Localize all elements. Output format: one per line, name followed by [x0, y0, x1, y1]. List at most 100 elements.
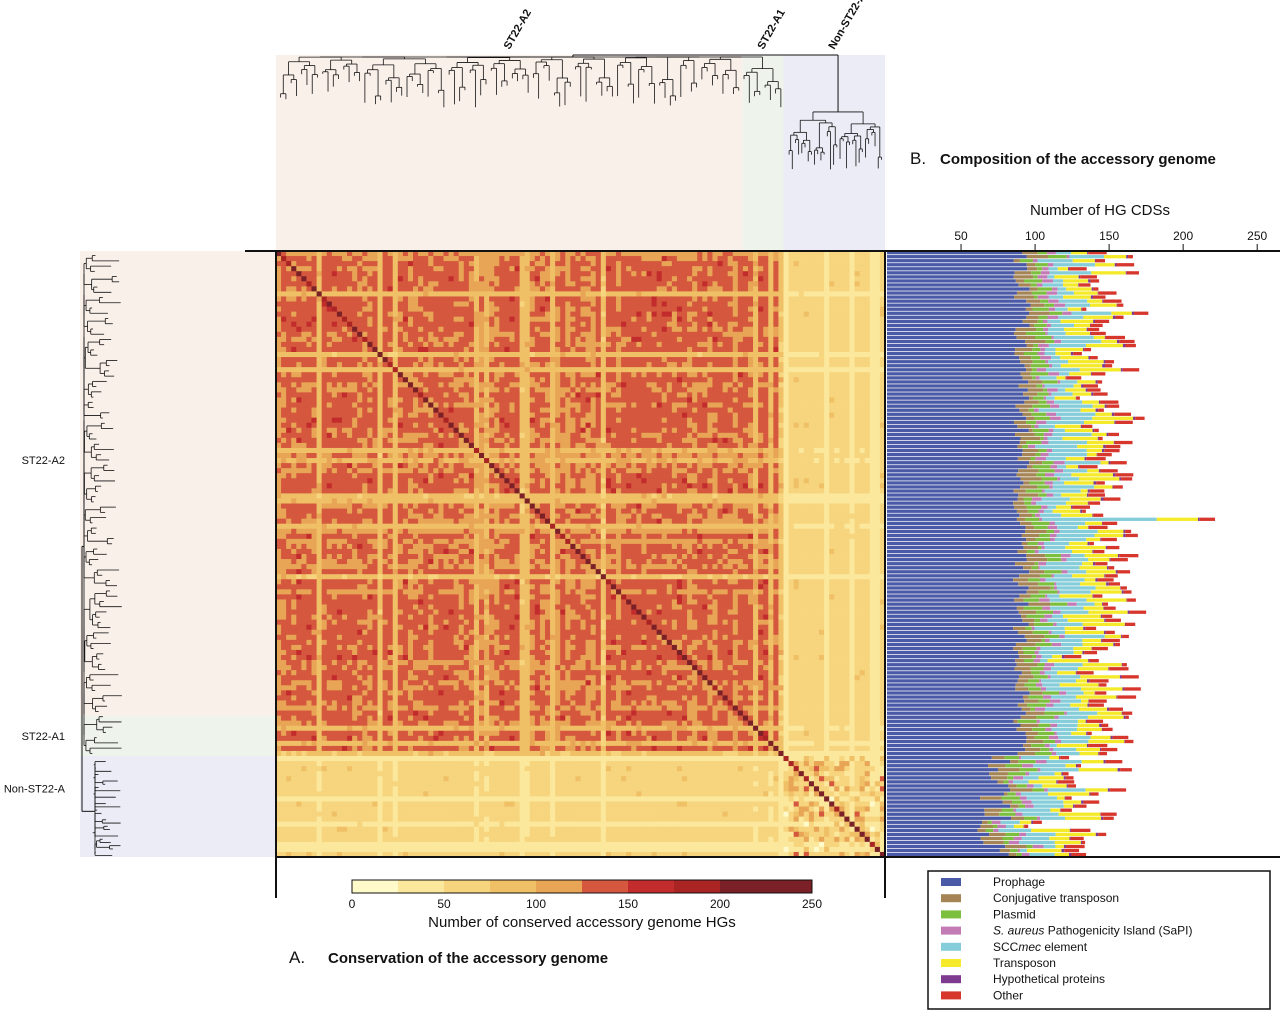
heatmap-cell: [879, 261, 886, 267]
heatmap-cell: [717, 316, 724, 323]
heatmap-cell: [458, 422, 465, 429]
heatmap-cell: [646, 377, 652, 383]
heatmap-cell: [600, 261, 607, 267]
heatmap-cell: [702, 251, 708, 257]
heatmap-cell: [428, 382, 434, 388]
heatmap-cell: [626, 377, 632, 383]
heatmap-cell: [413, 306, 419, 312]
heatmap-cell: [798, 311, 805, 318]
heatmap-cell: [641, 357, 647, 363]
heatmap-cell: [656, 352, 663, 358]
heatmap-cell: [479, 256, 485, 262]
heatmap-cell: [874, 442, 881, 449]
heatmap-cell: [839, 402, 845, 408]
heatmap-cell: [793, 251, 800, 257]
heatmap-cell: [626, 316, 632, 323]
heatmap-cell: [641, 453, 647, 459]
heatmap-cell: [341, 281, 348, 287]
heatmap-cell: [296, 291, 302, 297]
heatmap-cell: [362, 346, 368, 353]
heatmap-cell: [712, 387, 718, 393]
heatmap-cell: [336, 341, 343, 348]
heatmap-cell: [834, 331, 840, 338]
heatmap-cell: [656, 311, 663, 318]
heatmap-cell: [276, 447, 282, 454]
heatmap-cell: [803, 321, 810, 328]
heatmap-cell: [524, 266, 531, 272]
heatmap-cell: [413, 311, 419, 318]
heatmap-cell: [438, 372, 444, 378]
heatmap-cell: [702, 352, 708, 358]
heatmap-cell: [377, 311, 383, 318]
heatmap-cell: [524, 367, 531, 373]
heatmap-cell: [392, 256, 399, 262]
heatmap-cell: [793, 367, 800, 373]
heatmap-cell: [336, 296, 343, 302]
heatmap-cell: [788, 306, 795, 312]
heatmap-cell: [418, 291, 424, 297]
heatmap-cell: [600, 326, 607, 333]
heatmap-cell: [377, 276, 383, 282]
heatmap-cell: [813, 412, 820, 419]
heatmap-cell: [869, 387, 876, 393]
heatmap-cell: [727, 316, 734, 323]
heatmap-cell: [636, 382, 642, 388]
heatmap-cell: [763, 357, 769, 363]
heatmap-cell: [560, 286, 566, 292]
heatmap-cell: [539, 341, 546, 348]
heatmap-cell: [671, 276, 678, 282]
heatmap-cell: [311, 346, 317, 353]
heatmap-cell: [382, 397, 389, 403]
heatmap-cell: [722, 362, 729, 368]
heatmap-cell: [808, 377, 815, 383]
heatmap-cell: [631, 402, 637, 408]
heatmap-cell: [276, 271, 282, 277]
heatmap-cell: [418, 256, 424, 262]
heatmap-cell: [504, 397, 510, 403]
heatmap-cell: [747, 427, 754, 434]
heatmap-cell: [824, 392, 830, 398]
heatmap-cell: [824, 453, 830, 459]
heatmap-cell: [798, 306, 805, 312]
heatmap-cell: [763, 432, 769, 439]
heatmap-cell: [605, 271, 612, 277]
heatmap-cell: [276, 422, 282, 429]
heatmap-cell: [813, 422, 820, 429]
heatmap-cell: [544, 321, 551, 328]
heatmap-cell: [616, 377, 622, 383]
heatmap-cell: [443, 402, 449, 408]
heatmap-cell: [352, 357, 358, 363]
heatmap-cell: [321, 432, 328, 439]
heatmap-cell: [514, 296, 520, 302]
heatmap-cell: [737, 447, 744, 454]
heatmap-cell: [737, 311, 744, 318]
heatmap-cell: [433, 377, 439, 383]
heatmap-cell: [570, 296, 576, 302]
heatmap-cell: [407, 442, 414, 449]
heatmap-cell: [590, 392, 597, 398]
heatmap-cell: [306, 316, 312, 323]
heatmap-cell: [286, 296, 292, 302]
heatmap-cell: [392, 372, 399, 378]
heatmap-cell: [631, 357, 637, 363]
heatmap-cell: [433, 341, 439, 348]
heatmap-cell: [550, 301, 556, 307]
heatmap-cell: [463, 321, 470, 328]
heatmap-cell: [509, 357, 515, 363]
heatmap-cell: [783, 432, 789, 439]
heatmap-cell: [676, 432, 683, 439]
heatmap-cell: [854, 432, 861, 439]
heatmap-cell: [291, 296, 297, 302]
heatmap-cell: [773, 442, 779, 449]
heatmap-cell: [494, 377, 500, 383]
heatmap-cell: [286, 316, 292, 323]
heatmap-cell: [367, 261, 373, 267]
heatmap-cell: [372, 422, 378, 429]
heatmap-cell: [874, 417, 881, 424]
heatmap-cell: [276, 442, 282, 449]
heatmap-cell: [717, 372, 724, 378]
heatmap-cell: [585, 372, 592, 378]
heatmap-cell: [397, 432, 404, 439]
heatmap-cell: [682, 281, 688, 287]
heatmap-cell: [879, 286, 886, 292]
